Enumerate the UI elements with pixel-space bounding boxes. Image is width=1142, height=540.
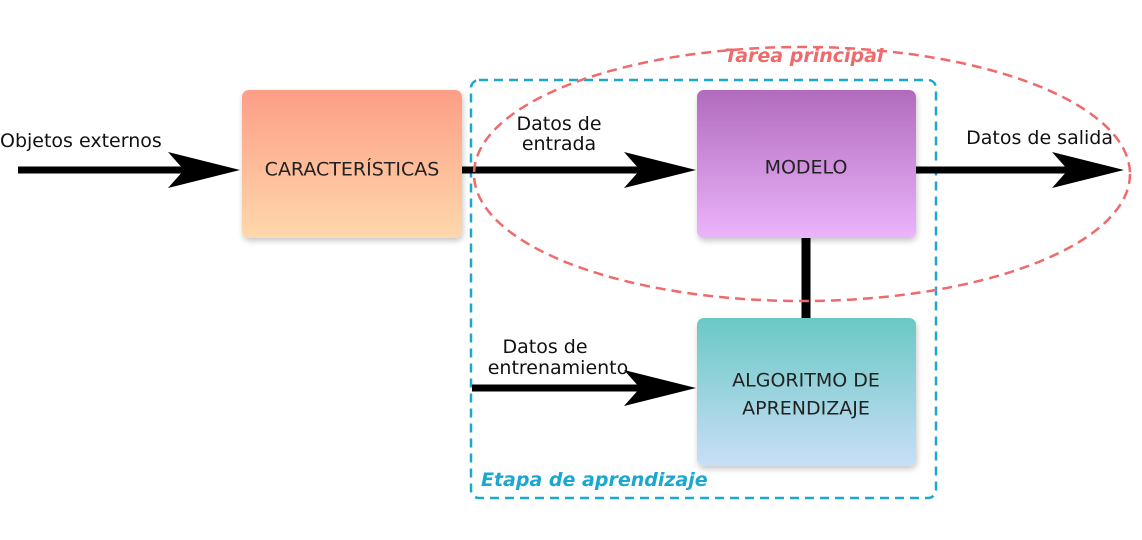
- arrow-input-data: [462, 152, 696, 188]
- algorithm-node: [697, 318, 916, 466]
- training-data-label-line2: entrenamiento: [488, 357, 629, 379]
- features-label: CARACTERÍSTICAS: [265, 158, 440, 181]
- input-data-label-line2: entrada: [522, 133, 596, 155]
- features-node: [242, 90, 462, 238]
- model-node: [697, 90, 916, 238]
- arrow-external-objects: [18, 152, 240, 188]
- arrow-output-data: [916, 152, 1124, 188]
- model-label: MODELO: [765, 157, 848, 179]
- training-data-label-line1: Datos de: [502, 336, 587, 358]
- arrow-training-data: [472, 370, 696, 406]
- algorithm-label-line2: APRENDIZAJE: [742, 398, 870, 420]
- output-data-label: Datos de salida: [966, 127, 1113, 149]
- main-task-region: [472, 45, 1132, 303]
- input-data-label-line1: Datos de: [516, 113, 601, 135]
- external-objects-label: Objetos externos: [0, 130, 162, 152]
- algorithm-label-line1: ALGORITMO DE: [732, 370, 880, 392]
- learning-stage-label: Etapa de aprendizaje: [481, 469, 708, 491]
- main-task-label: Tarea principal: [725, 45, 884, 67]
